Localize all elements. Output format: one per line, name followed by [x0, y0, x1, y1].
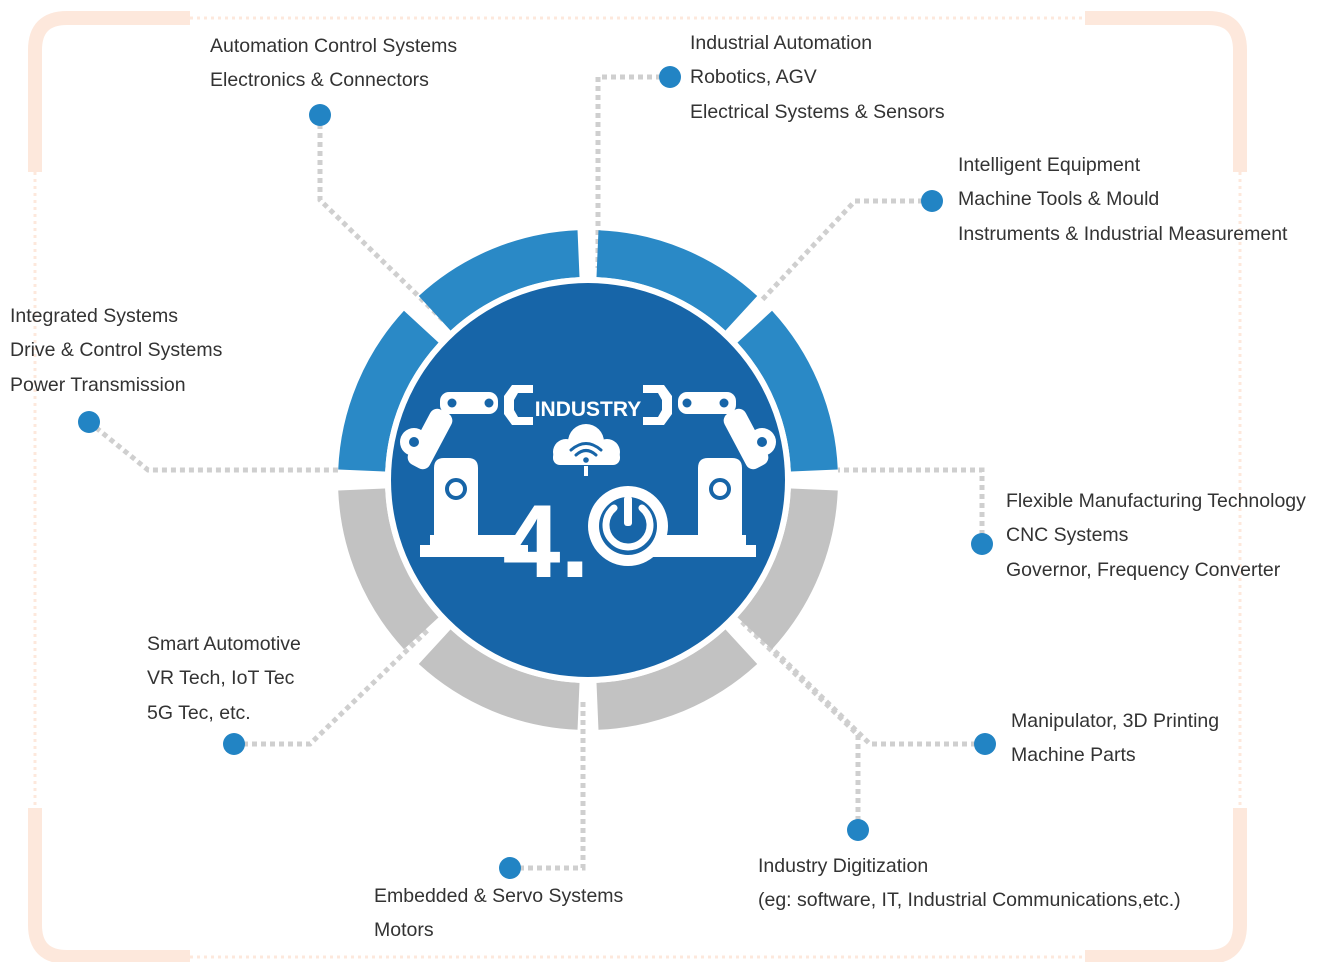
frame-corner-3 [28, 808, 190, 962]
frame-corner-1 [28, 11, 190, 172]
version-number-text: 4. [503, 484, 590, 600]
label-line: Instruments & Industrial Measurement [958, 222, 1288, 245]
label-line: Industry Digitization [758, 855, 929, 877]
label-smart-automotive: Smart Automotive VR Tech, IoT Tec 5G Tec, … [147, 627, 301, 730]
label-line: Governor, Frequency Converter [1006, 558, 1281, 581]
ring-segment-8 [338, 488, 439, 650]
connector-intelligent-equipment [760, 198, 932, 302]
ring-segment-7 [418, 629, 580, 730]
node-dot-automation-control [309, 104, 331, 126]
ring-segment-3 [596, 230, 758, 331]
label-line: Machine Parts [1011, 744, 1136, 767]
ring-segment-2 [418, 230, 580, 331]
label-line: Intelligent Equipment [958, 154, 1141, 176]
core-disc [391, 283, 785, 677]
industry-badge-text: INDUSTRY [535, 398, 642, 421]
connector-manipulator [743, 620, 985, 747]
node-dot-flexible-manufacturing [971, 533, 993, 555]
node-dot-integrated-systems [78, 411, 100, 433]
node-dot-intelligent-equipment [921, 190, 943, 212]
label-line: Motors [374, 919, 434, 942]
label-line: Smart Automotive [147, 633, 301, 655]
connector-automation-control [317, 115, 447, 324]
label-line: Manipulator, 3D Printing [1011, 710, 1220, 732]
label-line: (eg: software, IT, Industrial Communicat… [758, 889, 1181, 912]
node-dot-industrial-automation [659, 66, 681, 88]
power-icon [588, 486, 668, 566]
label-line: Machine Tools & Mould [958, 188, 1160, 211]
node-dots [78, 66, 996, 879]
label-line: Power Transmission [10, 373, 186, 396]
connector-embedded-servo [510, 700, 586, 871]
connector-flexible-manufacturing [838, 467, 985, 544]
connector-smart-automotive [234, 626, 432, 747]
frame-corner-4 [1085, 808, 1247, 962]
robot-arm-left-icon [400, 392, 528, 557]
label-line: 5G Tec, etc. [147, 701, 251, 724]
connector-lines [87, 74, 985, 871]
label-line: VR Tech, IoT Tec [147, 667, 295, 690]
segment-ring [338, 230, 838, 730]
label-line: Robotics, AGV [690, 66, 817, 89]
label-line: Integrated Systems [10, 305, 178, 327]
ring-segment-4 [737, 310, 838, 472]
label-line: Drive & Control Systems [10, 339, 223, 362]
label-line: Electrical Systems & Sensors [690, 100, 945, 123]
node-dot-manipulator [974, 733, 996, 755]
node-dot-industry-digitization [847, 819, 869, 841]
connector-industrial-automation [595, 74, 670, 268]
node-dot-embedded-servo [499, 857, 521, 879]
robot-arm-right-icon [648, 392, 776, 557]
label-line: CNC Systems [1006, 524, 1129, 547]
ring-segment-5 [737, 488, 838, 650]
label-line: Automation Control Systems [210, 35, 458, 57]
cloud-wifi-icon [553, 424, 620, 476]
decorative-frame [28, 11, 1247, 962]
connector-integrated-systems [87, 420, 340, 473]
label-line: Flexible Manufacturing Technology [1006, 490, 1306, 512]
frame-corner-2 [1085, 11, 1247, 172]
center-disc: INDUSTRY 4. [385, 277, 791, 683]
label-line: Electronics & Connectors [210, 69, 429, 92]
ring-segment-1 [338, 310, 439, 472]
label-industry-digitization: Industry Digitization (eg: software, IT, … [758, 849, 1181, 918]
connector-industry-digitization [738, 618, 861, 830]
gripper-left-icon [504, 385, 533, 425]
label-line: Embedded & Servo Systems [374, 885, 624, 907]
node-dot-smart-automotive [223, 733, 245, 755]
ring-segment-6 [596, 629, 758, 730]
label-line: Industrial Automation [690, 32, 873, 54]
gripper-right-icon [643, 385, 672, 425]
